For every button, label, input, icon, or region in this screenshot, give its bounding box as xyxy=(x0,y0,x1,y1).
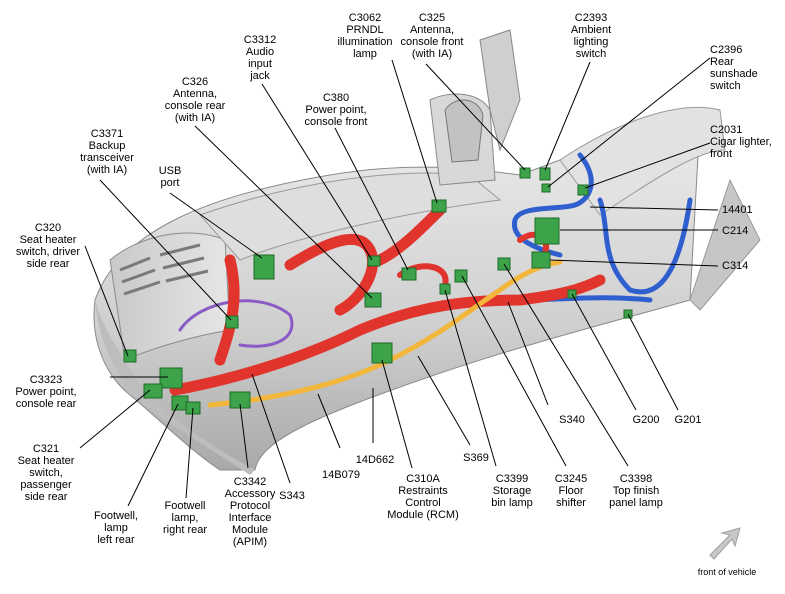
leader-lines xyxy=(79,57,719,507)
label-s343: S343 xyxy=(279,490,305,502)
label-usb: USB port xyxy=(158,165,182,189)
shifter-housing xyxy=(429,29,521,186)
label-c325: C325 Antenna, console front (with IA) xyxy=(400,12,464,60)
label-g201: G201 xyxy=(674,414,702,426)
label-c2396: C2396 Rear sunshade switch xyxy=(710,44,758,92)
vent-grille xyxy=(119,243,209,296)
label-c2031: C2031 Cigar lighter, front xyxy=(710,124,772,160)
connector-c3245 xyxy=(454,269,468,283)
connector-c3062 xyxy=(431,199,447,213)
connector-c2393 xyxy=(539,167,551,181)
connector-c320 xyxy=(123,349,137,363)
harness-yellow xyxy=(207,259,563,408)
label-footwell-right: Footwell lamp, right rear xyxy=(162,500,208,536)
connector-c3312 xyxy=(367,255,381,267)
label-c3323: C3323 Power point, console rear xyxy=(15,374,77,410)
connector-c325 xyxy=(519,167,531,179)
label-c3398: C3398 Top finish panel lamp xyxy=(609,473,663,509)
label-c321: C321 Seat heater switch, passenger side … xyxy=(17,443,75,503)
label-footwell-left: Footwell, lamp left rear xyxy=(93,510,139,546)
label-c3371: C3371 Backup transceiver (with IA) xyxy=(80,128,134,176)
label-s340: S340 xyxy=(559,414,585,426)
connector-c380 xyxy=(401,267,417,281)
connector-c3323 xyxy=(159,367,183,389)
label-c2393: C2393 Ambient lighting switch xyxy=(570,12,612,60)
label-front-of-vehicle: front of vehicle xyxy=(697,567,757,577)
connector-c326 xyxy=(364,292,382,308)
label-14d662: 14D662 xyxy=(355,454,395,466)
harness-red-main xyxy=(169,204,606,396)
label-c3245: C3245 Floor shifter xyxy=(554,473,588,509)
label-c326: C326 Antenna, console rear (with IA) xyxy=(164,76,226,124)
label-c214: C214 xyxy=(722,225,749,237)
connector-usb xyxy=(253,254,275,280)
connector-c214 xyxy=(534,217,560,245)
connector-c3399 xyxy=(439,283,451,295)
label-14401: 14401 xyxy=(722,204,753,216)
label-g200: G200 xyxy=(632,414,660,426)
connector-c314 xyxy=(531,251,551,269)
label-c3342: C3342 Accessory Protocol Interface Modul… xyxy=(224,476,276,548)
connector-c321 xyxy=(143,383,163,399)
harness-purple xyxy=(178,299,294,348)
connector-c310a xyxy=(371,342,393,364)
label-c3062: C3062 PRNDL illumination lamp xyxy=(337,12,393,60)
label-c320: C320 Seat heater switch, driver side rea… xyxy=(15,222,81,270)
label-s369: S369 xyxy=(463,452,489,464)
label-c3399: C3399 Storage bin lamp xyxy=(491,473,533,509)
label-14b079: 14B079 xyxy=(322,469,360,481)
label-c3312: C3312 Audio input jack xyxy=(243,34,277,82)
connector-c2031 xyxy=(577,184,589,196)
front-of-vehicle-arrow-icon xyxy=(709,527,741,560)
label-c314: C314 xyxy=(722,260,749,272)
label-c380: C380 Power point, console front xyxy=(304,92,368,128)
label-c310a: C310A Restraints Control Module (RCM) xyxy=(387,473,459,521)
connector-c2396 xyxy=(541,183,551,193)
connector-c3371 xyxy=(225,315,239,329)
connectors xyxy=(123,167,633,415)
